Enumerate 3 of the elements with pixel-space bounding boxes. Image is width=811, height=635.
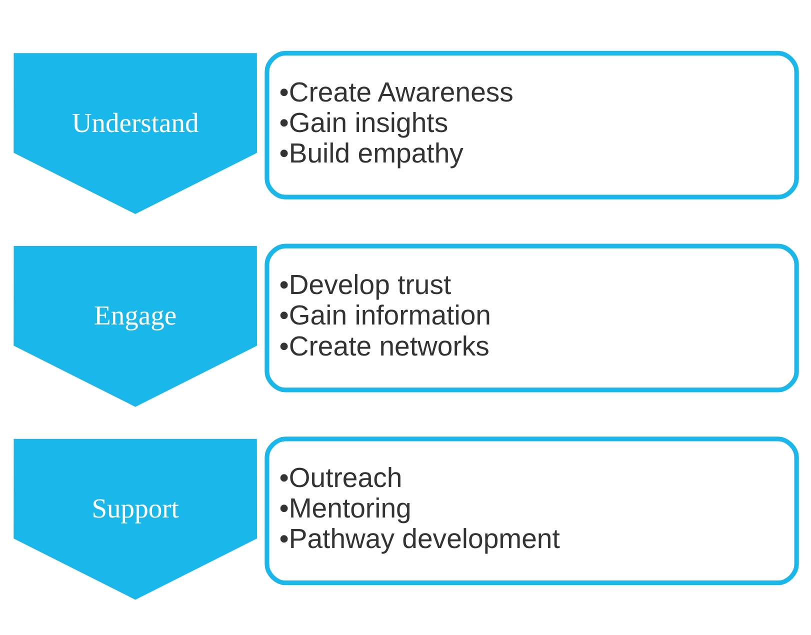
node-box: •Outreach •Mentoring •Pathway development (264, 436, 799, 585)
node-box: •Develop trust •Gain information •Create networks (264, 243, 799, 392)
node-box: •Create Awareness •Gain insights •Build empathy (264, 50, 799, 199)
